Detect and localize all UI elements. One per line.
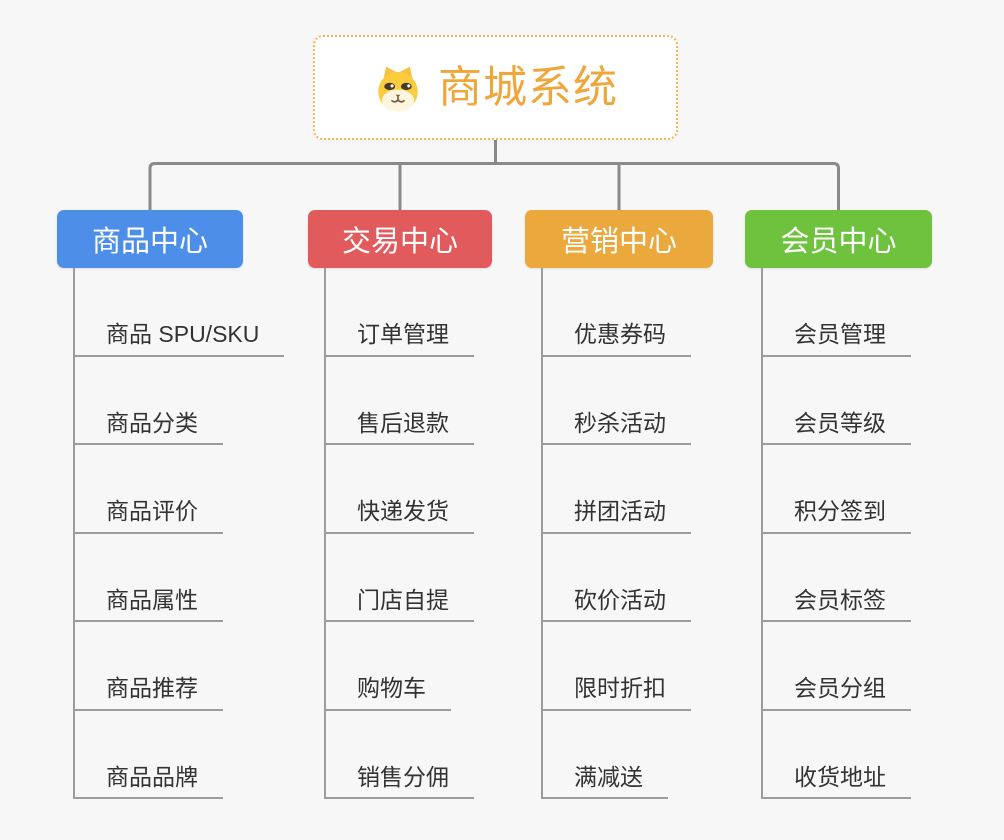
leaf-row: 商品品牌	[73, 711, 284, 799]
branch-node-member-center[interactable]: 会员中心	[745, 210, 932, 268]
leaf-node[interactable]: 商品属性	[73, 587, 223, 622]
leaf-row: 售后退款	[324, 357, 474, 445]
leaf-row: 砍价活动	[541, 534, 691, 622]
leaf-node[interactable]: 会员分组	[761, 675, 911, 711]
leaf-row: 会员分组	[761, 622, 911, 711]
leaf-node[interactable]: 满减送	[541, 764, 668, 799]
leaf-node[interactable]: 商品推荐	[73, 675, 223, 711]
leaf-node[interactable]: 商品分类	[73, 410, 223, 445]
leaf-node[interactable]: 售后退款	[324, 410, 474, 445]
branch-column-member-center: 会员管理会员等级积分签到会员标签会员分组收货地址	[761, 268, 911, 799]
leaf-node[interactable]: 会员管理	[761, 321, 911, 357]
leaf-node[interactable]: 拼团活动	[541, 498, 691, 534]
leaf-row: 商品属性	[73, 534, 284, 622]
leaf-node[interactable]: 秒杀活动	[541, 410, 691, 445]
leaf-node[interactable]: 收货地址	[761, 764, 911, 799]
leaf-node[interactable]: 优惠券码	[541, 321, 691, 357]
leaf-row: 会员管理	[761, 268, 911, 357]
leaf-row: 订单管理	[324, 268, 474, 357]
branch-node-marketing-center[interactable]: 营销中心	[525, 210, 713, 268]
leaf-row: 购物车	[324, 622, 474, 711]
leaf-node[interactable]: 限时折扣	[541, 675, 691, 711]
branch-column-trade-center: 订单管理售后退款快递发货门店自提购物车销售分佣	[324, 268, 474, 799]
leaf-row: 会员等级	[761, 357, 911, 445]
leaf-node[interactable]: 销售分佣	[324, 764, 474, 799]
leaf-row: 积分签到	[761, 445, 911, 534]
leaf-row: 商品分类	[73, 357, 284, 445]
branch-column-marketing-center: 优惠券码秒杀活动拼团活动砍价活动限时折扣满减送	[541, 268, 691, 799]
branch-column-product-center: 商品 SPU/SKU 商品分类商品评价商品属性商品推荐商品品牌	[73, 268, 285, 799]
leaf-row: 限时折扣	[541, 622, 691, 711]
leaf-row: 商品推荐	[73, 622, 284, 711]
leaf-row: 门店自提	[324, 534, 474, 622]
root-node[interactable]: 商城系统	[313, 35, 678, 140]
leaf-node[interactable]: 快递发货	[324, 498, 474, 534]
leaf-node[interactable]: 商品评价	[73, 498, 223, 534]
leaf-node[interactable]: 购物车	[324, 675, 451, 711]
root-node-title: 商城系统	[438, 62, 618, 112]
leaf-node[interactable]: 订单管理	[324, 321, 474, 357]
leaf-node[interactable]: 会员标签	[761, 587, 911, 622]
leaf-row: 商品评价	[73, 445, 284, 534]
leaf-row: 会员标签	[761, 534, 911, 622]
leaf-row: 快递发货	[324, 445, 474, 534]
leaf-node[interactable]: 积分签到	[761, 498, 911, 534]
leaf-node[interactable]: 砍价活动	[541, 587, 691, 622]
branch-node-trade-center[interactable]: 交易中心	[308, 210, 492, 268]
leaf-node[interactable]: 门店自提	[324, 587, 474, 622]
leaf-row: 拼团活动	[541, 445, 691, 534]
branch-node-product-center[interactable]: 商品中心	[57, 210, 243, 268]
leaf-row: 销售分佣	[324, 711, 474, 799]
leaf-row: 商品 SPU/SKU	[73, 268, 285, 357]
leaf-row: 优惠券码	[541, 268, 691, 357]
leaf-row: 秒杀活动	[541, 357, 691, 445]
leaf-row: 收货地址	[761, 711, 911, 799]
leaf-node[interactable]: 会员等级	[761, 410, 911, 445]
leaf-node[interactable]: 商品品牌	[73, 764, 223, 799]
leaf-node[interactable]: 商品 SPU/SKU	[73, 321, 285, 357]
dog-face-icon	[378, 66, 418, 111]
leaf-row: 满减送	[541, 711, 691, 799]
